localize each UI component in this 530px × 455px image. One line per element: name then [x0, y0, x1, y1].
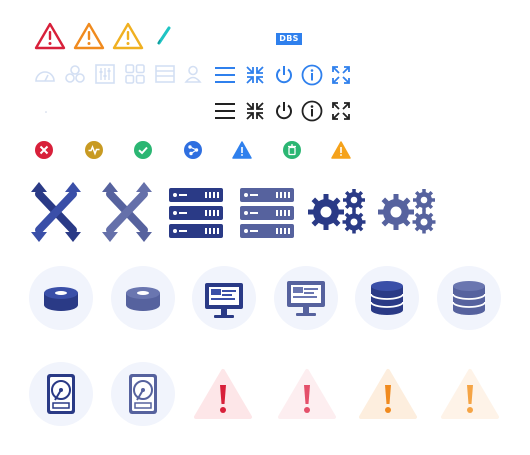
power-icon[interactable] [274, 65, 294, 85]
warning-triangle-orange-icon [73, 22, 105, 50]
sliders-icon [95, 64, 115, 84]
activity-circle-icon [85, 141, 103, 159]
grid-icon [125, 64, 145, 84]
info-icon[interactable] [301, 64, 323, 86]
menu-icon[interactable] [214, 102, 236, 120]
server-rack-icon [240, 188, 294, 238]
dbs-badge: DBS [276, 33, 302, 45]
gears-icon [306, 188, 368, 236]
expand-icon[interactable] [331, 65, 351, 85]
database-icon [437, 266, 501, 330]
error-circle-icon [35, 141, 53, 159]
power-icon[interactable] [274, 101, 294, 121]
switch-icon [102, 180, 152, 244]
warning-triangle-red-icon [34, 22, 66, 50]
alert-triangle-icon [277, 368, 337, 420]
pencil-teal-icon[interactable] [156, 25, 172, 45]
hard-drive-icon [111, 362, 175, 426]
monitor-icon [274, 266, 338, 330]
info-icon[interactable] [301, 100, 323, 122]
list-box-icon [155, 65, 175, 83]
share-circle-icon [184, 141, 202, 159]
warning-triangle-icon [331, 141, 351, 159]
alert-triangle-icon [193, 368, 253, 420]
alert-triangle-icon [440, 368, 500, 420]
server-rack-icon [169, 188, 223, 238]
disk-icon [29, 266, 93, 330]
warning-triangle-icon [232, 141, 252, 159]
cluster-icon [64, 64, 86, 84]
menu-icon[interactable] [214, 66, 236, 84]
success-circle-icon [134, 141, 152, 159]
trash-circle-icon [283, 141, 301, 159]
expand-icon[interactable] [331, 101, 351, 121]
database-icon [355, 266, 419, 330]
alert-triangle-icon [358, 368, 418, 420]
dashboard-icon [34, 66, 56, 84]
warning-triangle-yellow-icon [112, 22, 144, 50]
gears-icon [376, 188, 438, 236]
dot-icon [45, 111, 47, 113]
disk-icon [111, 266, 175, 330]
hard-drive-icon [29, 362, 93, 426]
monitor-icon [192, 266, 256, 330]
collapse-icon[interactable] [245, 101, 265, 121]
collapse-icon[interactable] [245, 65, 265, 85]
switch-icon [31, 180, 81, 244]
user-icon [184, 65, 202, 83]
